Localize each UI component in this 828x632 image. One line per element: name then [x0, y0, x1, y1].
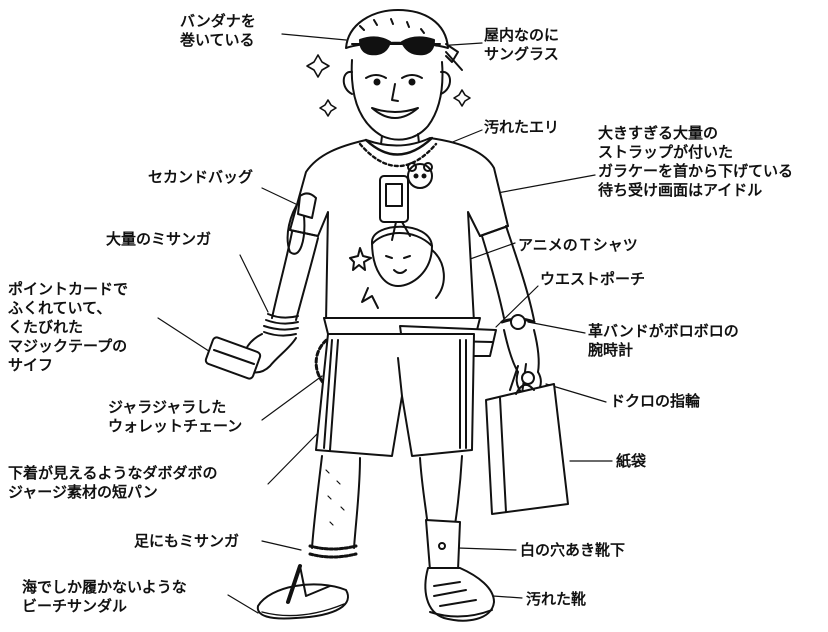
label-wallet: ポイントカードで ふくれていて、 くたびれた マジックテープの サイフ	[8, 280, 129, 374]
sparkle-icon	[319, 99, 337, 117]
leader-skull-ring	[545, 383, 607, 403]
leader-chain	[261, 375, 323, 421]
label-anime-tshirt: アニメのＴシャツ	[518, 236, 638, 254]
sparkle-icon	[453, 89, 471, 107]
leader-misanga	[239, 254, 269, 313]
leader-shoes	[492, 595, 523, 599]
leader-lines	[157, 33, 613, 614]
socks	[425, 519, 461, 571]
label-skull-ring: ドクロの指輪	[610, 392, 701, 410]
label-bandana: バンダナを 巻いている	[180, 12, 256, 49]
label-watch: 革バンドがボロボロの 腕時計	[588, 322, 739, 359]
head	[342, 59, 451, 153]
label-waist-pouch: ウエストポーチ	[540, 270, 646, 288]
leader-watch	[527, 321, 586, 334]
wristwatch	[500, 314, 536, 330]
label-leg-misanga: 足にもミサンガ	[134, 532, 240, 550]
leader-sandals	[227, 594, 259, 614]
leader-socks	[457, 547, 517, 551]
leader-leg-misanga	[261, 540, 302, 551]
label-paper-bag: 紙袋	[616, 452, 647, 470]
label-flip-phone: 大きすぎる大量の ストラップが付いた ガラケーを首から下げている 待ち受け画面は…	[598, 124, 794, 199]
leader-second-bag	[261, 187, 301, 207]
necklace-phone	[358, 142, 438, 241]
label-misanga: 大量のミサンガ	[106, 230, 212, 248]
sparkle-icons	[306, 54, 471, 117]
label-shoes: 汚れた靴	[526, 590, 587, 608]
leader-shorts	[267, 432, 319, 485]
shorts	[315, 333, 475, 457]
leader-wallet	[157, 317, 219, 358]
t-shirt	[289, 136, 509, 323]
label-chain: ジャラジャラした ウォレットチェーン	[108, 398, 243, 435]
label-second-bag: セカンドバッグ	[148, 168, 254, 186]
paper-bag	[485, 363, 569, 515]
arms	[271, 225, 540, 373]
sneaker	[424, 567, 495, 622]
label-sunglasses: 屋内なのに サングラス	[484, 26, 560, 63]
label-dirty-collar: 汚れたエリ	[484, 118, 560, 136]
label-socks: 白の穴あき靴下	[520, 541, 626, 559]
second-bag	[286, 192, 317, 255]
wrist-bands	[263, 313, 299, 337]
sunglasses	[351, 36, 441, 56]
label-sandals: 海でしか履かないような ビーチサンダル	[22, 578, 187, 615]
wallet-hand	[204, 333, 297, 380]
ankle-misanga	[308, 544, 358, 559]
sparkle-icon	[306, 54, 330, 78]
beach-sandal	[256, 564, 349, 620]
label-shorts: 下着が見えるようなダボダボの ジャージ素材の短パン	[8, 464, 218, 501]
leader-bandana	[281, 33, 347, 41]
